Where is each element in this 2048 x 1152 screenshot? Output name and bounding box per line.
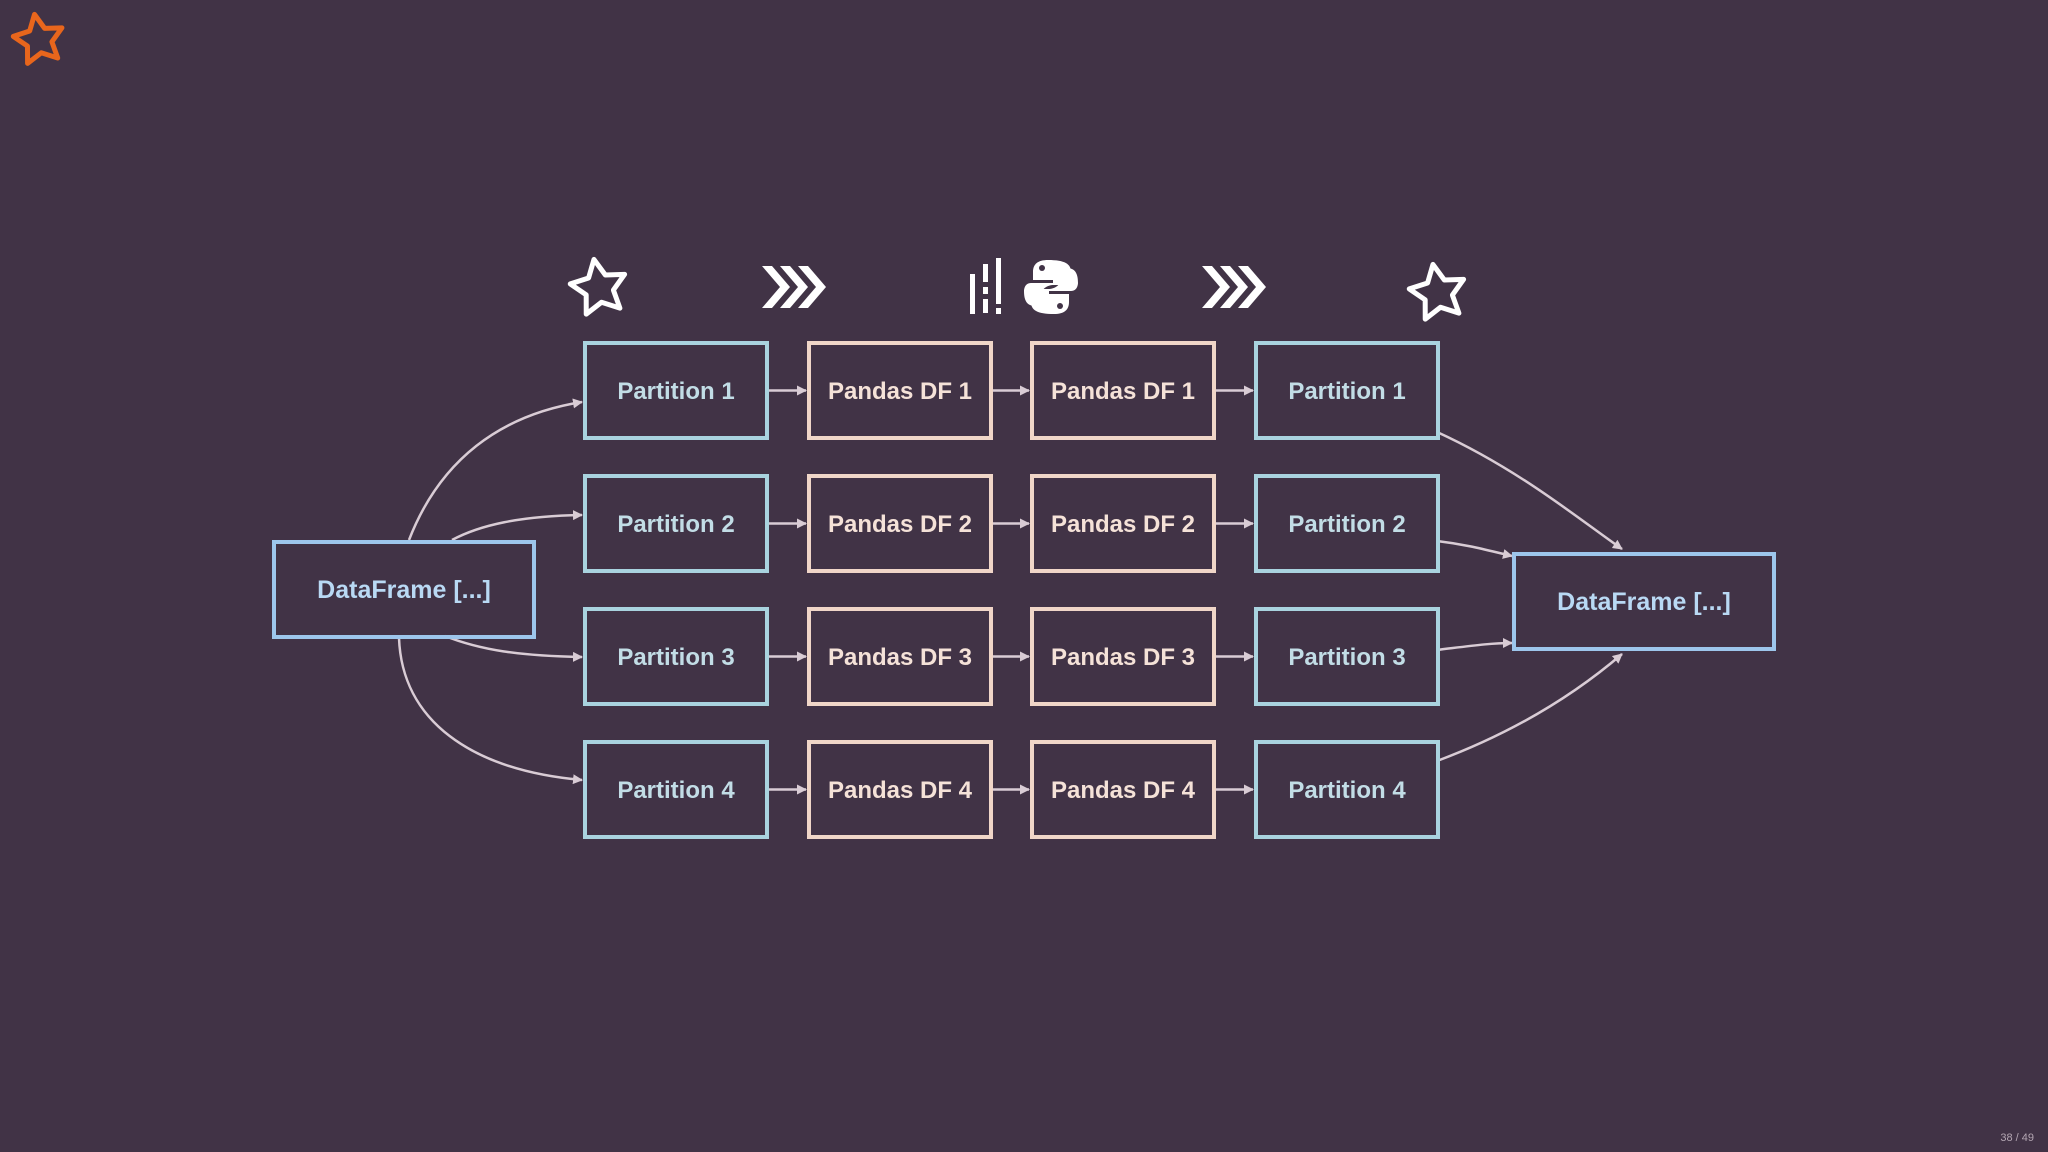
box-border: [1254, 474, 1440, 573]
box-border: [1030, 474, 1216, 573]
slide-number: 38 / 49: [2000, 1132, 2034, 1144]
row-connectors: [769, 385, 1254, 795]
partition-label: Partition 1: [617, 378, 734, 405]
input-dataframe-box: DataFrame [...]: [272, 540, 536, 639]
box-border: [807, 740, 993, 839]
pandas-df-label: Pandas DF 2: [828, 511, 972, 538]
partition-box: Partition 4: [1254, 740, 1440, 839]
box-border: [1254, 607, 1440, 706]
pandas-df-label: Pandas DF 2: [1051, 511, 1195, 538]
partition-grid: Partition 1 Partition 2 Partition 3 Partiti…: [583, 341, 1440, 839]
python-icon: [1024, 260, 1078, 314]
pandas-df-box: Pandas DF 2: [1030, 474, 1216, 573]
spark-star-icon: [567, 256, 628, 317]
box-border: [1254, 740, 1440, 839]
pandas-df-label: Pandas DF 1: [828, 378, 972, 405]
output-connectors: [1436, 430, 1623, 763]
partition-label: Partition 1: [1288, 378, 1405, 405]
pandas-icon: [970, 258, 1001, 314]
pandas-df-label: Pandas DF 4: [828, 777, 973, 804]
partition-box: Partition 3: [583, 607, 769, 706]
spark-star-icon: [1406, 261, 1467, 322]
pandas-df-label: Pandas DF 1: [1051, 378, 1195, 405]
input-dataframe-label: DataFrame [...]: [317, 576, 491, 604]
pandas-df-box: Pandas DF 1: [1030, 341, 1216, 440]
partition-box: Partition 1: [1254, 341, 1440, 440]
box-border: [1254, 341, 1440, 440]
partition-box: Partition 1: [583, 341, 769, 440]
box-border: [583, 607, 769, 706]
output-dataframe-label: DataFrame [...]: [1557, 588, 1731, 616]
pandas-df-box: Pandas DF 1: [807, 341, 993, 440]
arrow-chevrons-icon: [762, 266, 826, 308]
stage-icons: [567, 256, 1467, 322]
pandas-df-box: Pandas DF 3: [807, 607, 993, 706]
pandas-df-box: Pandas DF 2: [807, 474, 993, 573]
pandas-df-label: Pandas DF 3: [1051, 644, 1195, 671]
input-connectors: [397, 398, 583, 785]
pandas-df-box: Pandas DF 4: [1030, 740, 1216, 839]
box-border: [583, 740, 769, 839]
pandas-df-label: Pandas DF 4: [1051, 777, 1196, 804]
pandas-df-box: Pandas DF 3: [1030, 607, 1216, 706]
partition-box: Partition 4: [583, 740, 769, 839]
pandas-df-box: Pandas DF 4: [807, 740, 993, 839]
partition-box: Partition 3: [1254, 607, 1440, 706]
box-border: [1030, 607, 1216, 706]
partition-box: Partition 2: [1254, 474, 1440, 573]
arrow-chevrons-icon: [1202, 266, 1266, 308]
partition-label: Partition 3: [1288, 644, 1405, 671]
box-border: [1030, 341, 1216, 440]
partition-label: Partition 2: [617, 511, 734, 538]
partition-label: Partition 4: [617, 777, 735, 804]
partition-label: Partition 3: [617, 644, 734, 671]
partition-label: Partition 2: [1288, 511, 1405, 538]
output-dataframe-box: DataFrame [...]: [1512, 552, 1776, 651]
box-border: [807, 341, 993, 440]
box-border: [807, 474, 993, 573]
spark-logo-icon: [10, 11, 65, 66]
box-border: [583, 341, 769, 440]
box-border: [583, 474, 769, 573]
partition-box: Partition 2: [583, 474, 769, 573]
box-border: [1030, 740, 1216, 839]
partition-label: Partition 4: [1288, 777, 1406, 804]
pandas-df-label: Pandas DF 3: [828, 644, 972, 671]
box-border: [807, 607, 993, 706]
